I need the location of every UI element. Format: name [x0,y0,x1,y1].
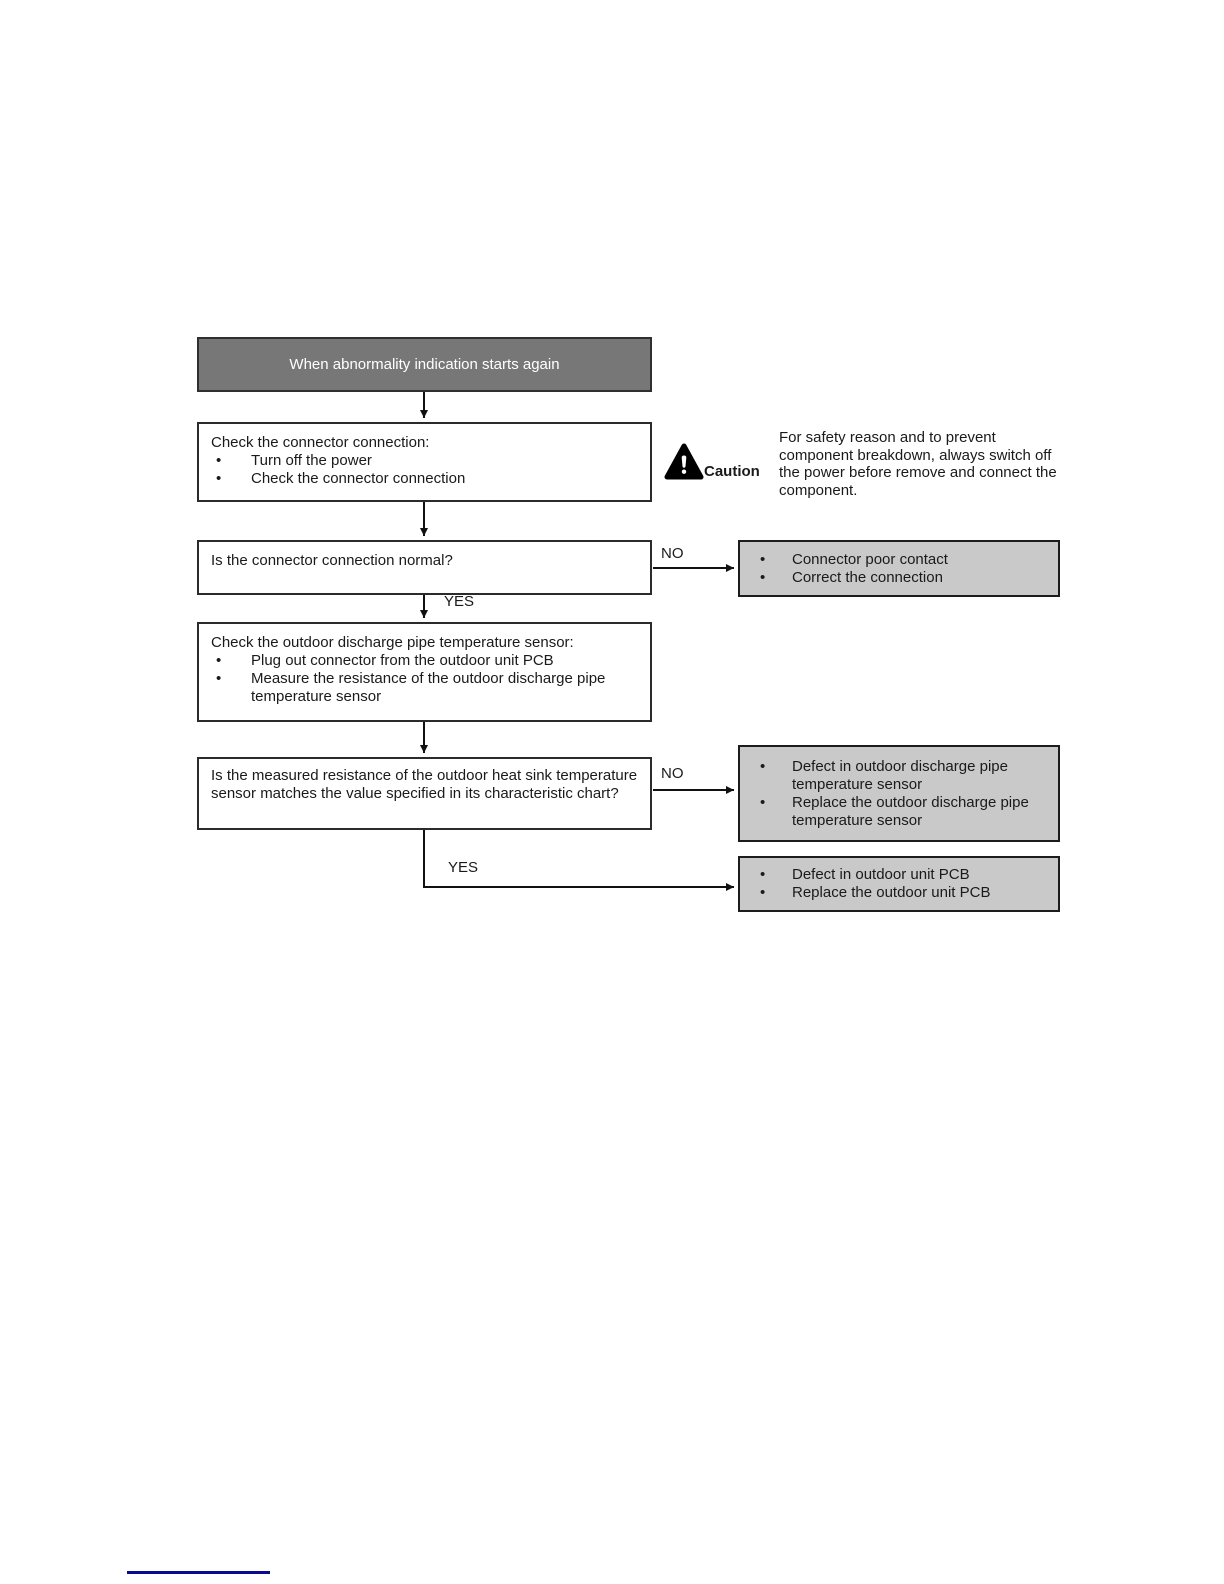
start-node-label: When abnormality indication starts again [289,355,560,373]
edge-label-yes-2: YES [448,859,479,876]
caution-note: For safety reason and to prevent compone… [779,429,1057,499]
footer-rule [127,1571,270,1574]
decision-box-resistance-match: Is the measured resistance of the outdoo… [197,757,652,830]
bullet-item: Plug out connector from the outdoor unit… [211,652,638,670]
bullet-item: Measure the resistance of the outdoor di… [211,670,638,706]
warning-triangle-icon [664,443,704,480]
bullet-item: Replace the outdoor discharge pipe tempe… [752,794,1046,830]
caution-label: Caution [704,463,760,480]
bullet-item: Connector poor contact [752,551,1046,569]
edge-label-no-1: NO [661,545,684,562]
bullet-item: Replace the outdoor unit PCB [752,884,1046,902]
process-box-check-sensor: Check the outdoor discharge pipe tempera… [197,622,652,722]
process-title: Check the outdoor discharge pipe tempera… [211,634,574,651]
bullet-item: Defect in outdoor discharge pipe tempera… [752,758,1046,794]
decision-text: Is the measured resistance of the outdoo… [211,767,638,802]
callout-connector-fault: Connector poor contact Correct the conne… [738,540,1060,597]
process-title: Check the connector connection: [211,434,430,451]
start-node: When abnormality indication starts again [197,337,652,392]
decision-text: Is the connector connection normal? [211,552,453,569]
bullet-item: Check the connector connection [211,470,638,488]
bullet-item: Turn off the power [211,452,638,470]
process-box-check-connector: Check the connector connection: Turn off… [197,422,652,502]
callout-pcb-fault: Defect in outdoor unit PCB Replace the o… [738,856,1060,912]
edge-label-no-2: NO [661,765,684,782]
bullet-item: Correct the connection [752,569,1046,587]
bullet-item: Defect in outdoor unit PCB [752,866,1046,884]
decision-box-connector-normal: Is the connector connection normal? [197,540,652,595]
callout-sensor-fault: Defect in outdoor discharge pipe tempera… [738,745,1060,842]
edge-label-yes-1: YES [444,593,475,610]
